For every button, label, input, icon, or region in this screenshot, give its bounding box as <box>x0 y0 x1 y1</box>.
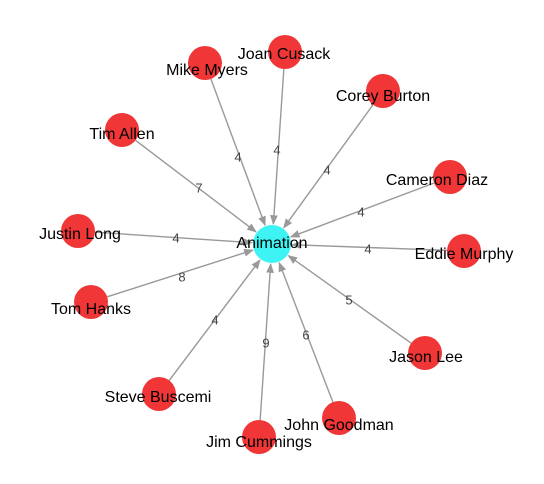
node-eddie <box>447 234 481 268</box>
node-justin <box>61 214 95 248</box>
node-tom <box>74 285 108 319</box>
edge-jim-animation <box>259 262 274 421</box>
nodes-layer <box>61 35 481 454</box>
node-goodman <box>322 401 356 435</box>
edge-joan-animation <box>270 68 285 226</box>
edge-steve-animation <box>168 259 261 381</box>
node-label-steve: Steve Buscemi <box>105 389 212 406</box>
edge-weight-corey: 4 <box>323 162 330 177</box>
edge-weight-goodman: 6 <box>302 327 309 342</box>
edge-corey-animation <box>283 104 374 229</box>
node-label-tom: Tom Hanks <box>51 301 131 318</box>
node-label-animation: Animation <box>236 235 307 252</box>
node-label-eddie: Eddie Murphy <box>415 246 514 263</box>
edge-weight-mike: 4 <box>234 149 241 164</box>
node-label-corey: Corey Burton <box>336 88 430 105</box>
node-label-mike: Mike Myers <box>166 62 248 79</box>
edge-weight-justin: 4 <box>172 230 179 245</box>
node-label-jason: Jason Lee <box>389 349 463 366</box>
node-tim <box>105 113 139 147</box>
node-steve <box>142 377 176 411</box>
node-label-justin: Justin Long <box>39 226 121 243</box>
node-label-joan: Joan Cusack <box>238 46 331 63</box>
edge-weight-tom: 8 <box>178 269 185 284</box>
node-animation <box>253 225 291 263</box>
node-corey <box>366 74 400 108</box>
edge-weight-steve: 4 <box>211 312 218 327</box>
edge-weight-cameron: 4 <box>357 204 364 219</box>
edge-tom-animation <box>106 249 254 298</box>
edges-layer <box>94 68 448 421</box>
edge-eddie-animation <box>291 241 448 252</box>
node-label-jim: Jim Cummings <box>206 434 312 451</box>
edge-weight-eddie: 4 <box>364 241 371 256</box>
edge-weight-jim: 9 <box>262 335 269 350</box>
node-label-cameron: Cameron Diaz <box>386 172 488 189</box>
edge-justin-animation <box>94 231 254 246</box>
node-cameron <box>433 160 467 194</box>
edge-jason-animation <box>287 255 412 344</box>
node-jason <box>408 336 442 370</box>
edge-mike-animation <box>210 78 266 227</box>
edge-tim-animation <box>135 139 257 233</box>
node-joan <box>268 35 302 69</box>
edge-weight-joan: 4 <box>273 142 280 157</box>
edge-weight-jason: 5 <box>345 292 352 307</box>
node-mike <box>188 46 222 80</box>
edge-goodman-animation <box>278 261 334 403</box>
node-label-tim: Tim Allen <box>89 126 154 143</box>
edge-cameron-animation <box>289 182 435 238</box>
node-jim <box>242 420 276 454</box>
edge-labels-layer: 4 4 4 7 4 4 4 8 5 4 6 9 <box>172 142 371 350</box>
node-label-goodman: John Goodman <box>284 417 393 434</box>
edge-weight-tim: 7 <box>195 180 202 195</box>
